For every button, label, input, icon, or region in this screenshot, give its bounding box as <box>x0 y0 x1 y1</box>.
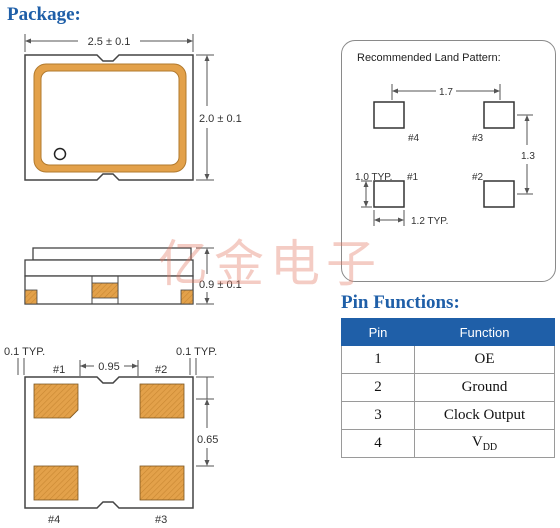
bottom-pitch-x-dim: 0.95 <box>98 361 119 373</box>
vdd-sub: DD <box>482 442 498 453</box>
bottom-pad-2 <box>139 383 185 419</box>
table-header-row: Pin Function <box>341 318 555 346</box>
land-pin4-label: #4 <box>408 133 420 144</box>
land-pin3-label: #3 <box>472 133 484 144</box>
land-pattern-title: Recommended Land Pattern: <box>357 52 501 64</box>
side-view: 0.9 ± 0.1 <box>24 247 242 305</box>
bottom-pad-4 <box>33 465 79 501</box>
land-dim-x: 1.7 <box>439 87 453 98</box>
land-pin1-label: #1 <box>407 172 419 183</box>
bottom-pad-3 <box>139 465 185 501</box>
land-pin2-label: #2 <box>472 172 484 183</box>
land-pad-size-dim: 1.0 TYP. <box>355 172 392 183</box>
pin-cell: 4 <box>341 429 415 458</box>
bottom-left-typ-dim: 0.1 TYP. <box>4 346 45 358</box>
land-pad-2 <box>483 180 515 208</box>
top-height-dim: 2.0 ± 0.1 <box>199 113 242 125</box>
function-cell: Clock Output <box>414 401 555 430</box>
header-pin: Pin <box>341 318 415 346</box>
bottom-pitch-y-dim: 0.65 <box>197 434 218 446</box>
pin-cell: 3 <box>341 401 415 430</box>
vdd-main: V <box>471 434 483 450</box>
bottom-view: 0.1 TYP. 0.1 TYP. 0.95 #1 #2 #4 #3 0.65 <box>4 346 218 526</box>
land-pad-4 <box>373 101 405 129</box>
top-view: 2.5 ± 0.1 2.0 ± 0.1 <box>24 34 242 181</box>
pin-functions-title: Pin Functions: <box>341 292 460 313</box>
bottom-pin4-label: #4 <box>48 514 60 526</box>
table-row: 3 Clock Output <box>341 401 555 430</box>
function-cell: OE <box>414 345 555 374</box>
function-cell: Ground <box>414 373 555 402</box>
pin1-marker-icon <box>53 147 67 161</box>
land-pad-1 <box>373 180 405 208</box>
pin-functions-table: Pin Function 1 OE 2 Ground 3 Clock Outpu… <box>341 318 555 458</box>
land-dim-y: 1.3 <box>521 151 535 162</box>
bottom-pad-1 <box>33 383 79 419</box>
pin-cell: 1 <box>341 345 415 374</box>
pin-cell: 2 <box>341 373 415 402</box>
bottom-right-typ-dim: 0.1 TYP. <box>176 346 217 358</box>
land-pattern-drawing: 1.7 #4 #3 #1 #2 1.3 1.0 TYP. 1.2 TYP. <box>355 84 535 227</box>
bottom-pin1-label: #1 <box>53 364 65 376</box>
table-row: 4 VDD <box>341 429 555 458</box>
table-row: 1 OE <box>341 345 555 374</box>
package-title: Package: <box>7 4 81 25</box>
bottom-pin3-label: #3 <box>155 514 167 526</box>
table-row: 2 Ground <box>341 373 555 402</box>
top-width-dim: 2.5 ± 0.1 <box>88 36 131 48</box>
land-pad-3 <box>483 101 515 129</box>
header-function: Function <box>414 318 555 346</box>
bottom-pin2-label: #2 <box>155 364 167 376</box>
side-height-dim: 0.9 ± 0.1 <box>199 279 242 291</box>
land-pattern-panel <box>341 40 556 282</box>
land-pad-gap-dim: 1.2 TYP. <box>411 216 448 227</box>
function-cell: VDD <box>414 429 555 458</box>
